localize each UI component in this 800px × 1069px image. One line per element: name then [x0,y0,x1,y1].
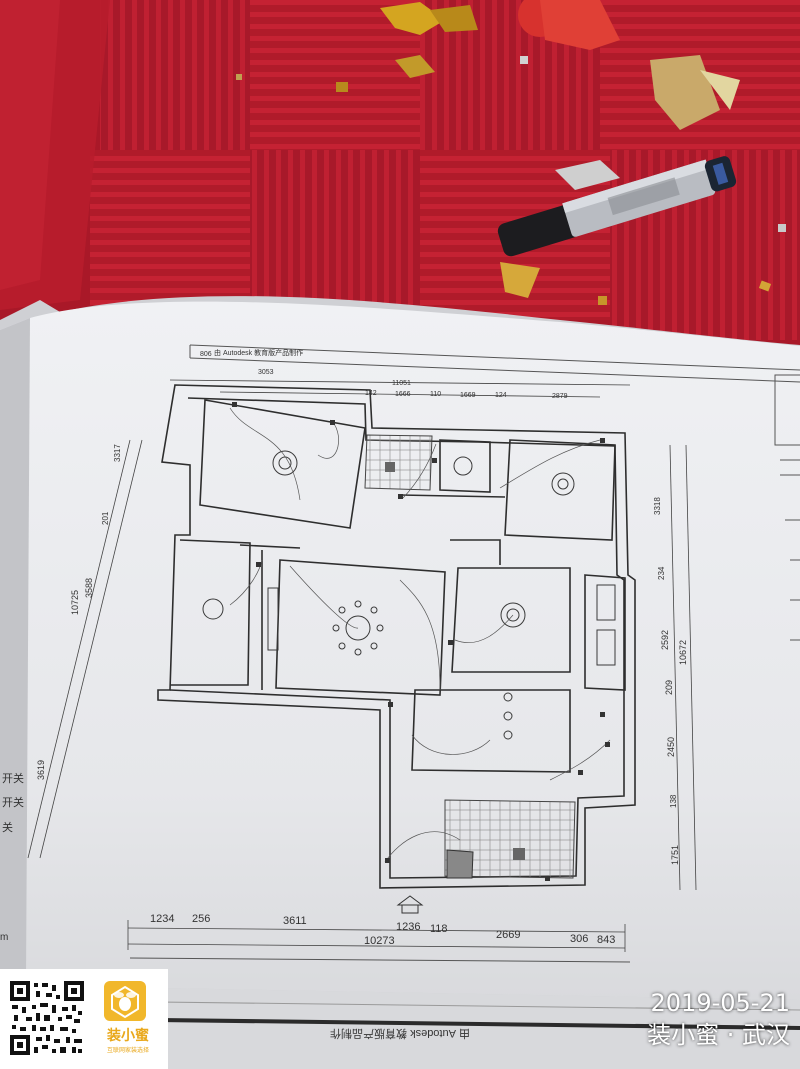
dim-bottom-3: 1236 [396,921,420,933]
dim-right-2: 2592 [660,630,670,650]
dim-bottom-4: 118 [430,923,448,935]
dim-left-2: 10725 [70,590,80,615]
dim-right-0: 3318 [653,497,662,515]
dim-bottom-0: 1234 [150,913,174,925]
dim-left-0: 3317 [113,444,122,462]
wiring-arcs [229,407,611,863]
drawing-frame [129,344,800,963]
dim-top-7: 124 [495,392,507,399]
dimension-labels: 由 Autodesk 教育版产品制作 806 3053 11051 142 16… [0,348,688,1041]
bee-logo-icon [104,981,146,1021]
dim-left-1: 201 [101,511,110,525]
app-badge: 装小蜜 互联网家装选择 [0,969,168,1069]
margin-letter: m [0,932,8,943]
dim-left-3: 3588 [84,578,94,598]
entrance-arrow [396,895,424,914]
photo-watermark: 2019-05-21 装小蜜 · 武汉 [647,988,790,1052]
left-label-1: 开关 [2,795,24,809]
switch-marks [232,402,610,881]
dim-bottom-2: 3611 [283,915,307,927]
floor-plan-sheet [0,296,800,1069]
tile-areas [364,434,576,879]
dim-bottom-7: 843 [597,934,615,946]
app-name: 装小蜜 [107,1028,149,1044]
qr-code-icon [10,981,84,1055]
dim-top-8: 2879 [552,393,568,400]
plan-header-title: 由 Autodesk 教育版产品制作 [214,348,303,357]
dim-bottom-5: 2669 [496,929,520,941]
dim-right-1: 234 [657,566,666,580]
dim-top-5: 110 [430,391,441,398]
dim-right-3: 10672 [678,640,688,665]
confetti [236,0,786,305]
dim-right-5: 2450 [666,737,676,757]
app-slogan: 互联网家装选择 [106,1047,149,1054]
dim-right-7: 1751 [670,845,680,865]
dim-top-1: 3053 [258,369,274,376]
dim-top-6: 1669 [460,392,476,399]
dim-top-4: 1666 [395,391,411,398]
dim-left-4: 3619 [36,760,46,780]
dim-top-3: 142 [365,390,377,397]
plan-footer-title: 由 Autodesk 教育版产品制作 [330,1027,470,1041]
dim-top-2: 11051 [392,380,411,387]
dim-bottom-total: 10273 [364,935,395,947]
dim-right-4: 209 [664,680,674,695]
dim-top-0: 806 [200,351,212,358]
marker-pen [497,156,737,257]
left-label-2: 关 [2,820,13,834]
dim-bottom-6: 306 [570,933,588,945]
watermark-location: 装小蜜 · 武汉 [647,1021,790,1049]
dim-bottom-1: 256 [192,913,210,925]
dimension-lines [27,379,697,952]
watermark-date: 2019-05-21 [650,989,790,1017]
left-label-0: 开关 [2,771,24,785]
dim-right-6: 138 [669,794,678,808]
